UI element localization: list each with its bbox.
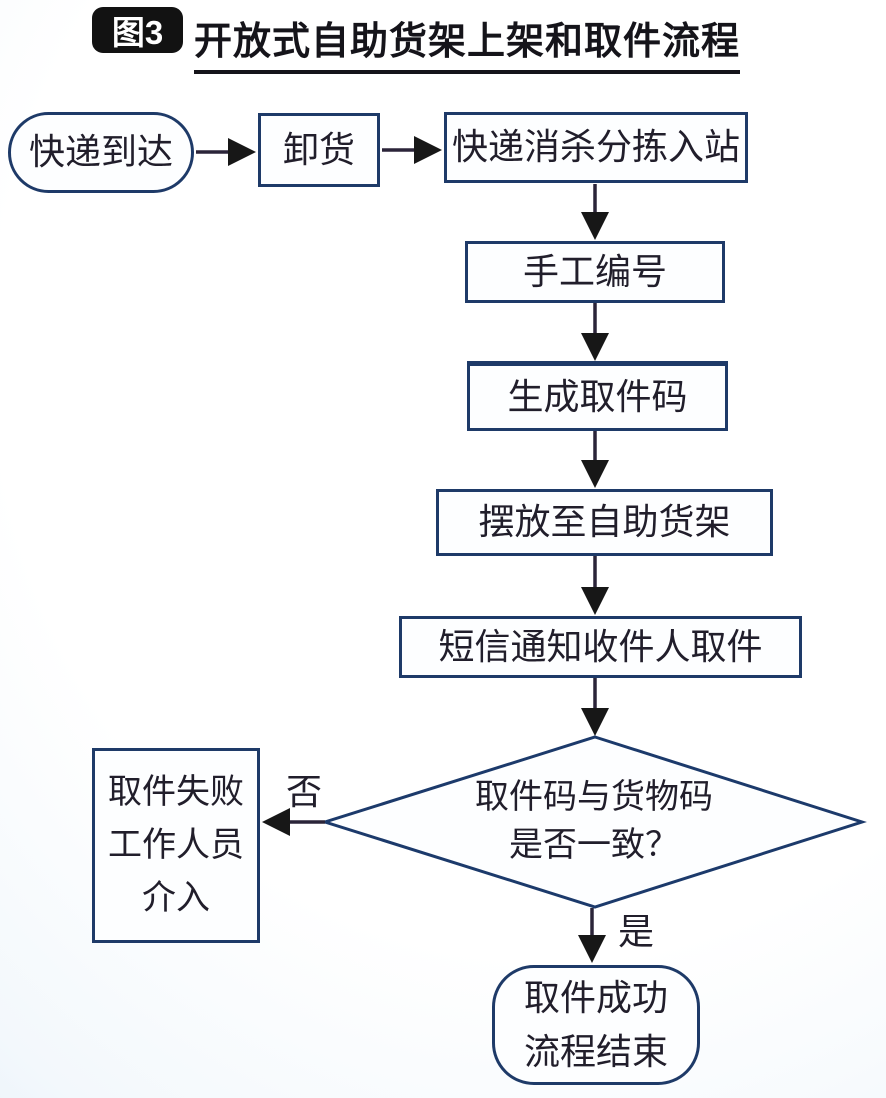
node-sms: 短信通知收件人取件 [399, 616, 802, 678]
arrow-sms-to-decision [581, 678, 609, 736]
figure-title: 开放式自助货架上架和取件流程 [194, 10, 741, 74]
node-generate-code: 生成取件码 [467, 361, 728, 431]
node-success: 取件成功 流程结束 [492, 965, 700, 1085]
figure-number-badge: 图3 [92, 7, 183, 53]
arrow-decision-yes-to-success [578, 908, 606, 963]
arrow-start-to-unload [196, 138, 256, 166]
node-start: 快递到达 [8, 112, 194, 193]
node-decision-label: 取件码与货物码 是否一致？ [475, 778, 713, 864]
arrow-station-to-manual-number [581, 184, 609, 240]
arrow-unload-to-station [382, 136, 442, 164]
arrow-generate-code-to-shelf [581, 431, 609, 488]
node-station: 快递消杀分拣入站 [444, 112, 748, 183]
node-manual-number: 手工编号 [465, 241, 725, 303]
edge-label-yes: 是 [618, 911, 655, 952]
node-unload: 卸货 [258, 113, 380, 187]
decision-diamond-shape [320, 735, 867, 909]
arrow-decision-no-to-fail [262, 808, 325, 836]
node-fail: 取件失败 工作人员 介入 [92, 748, 260, 943]
node-shelf: 摆放至自助货架 [436, 489, 773, 556]
arrow-manual-number-to-generate-code [581, 303, 609, 361]
arrow-shelf-to-sms [581, 556, 609, 615]
edge-label-no: 否 [286, 771, 323, 812]
